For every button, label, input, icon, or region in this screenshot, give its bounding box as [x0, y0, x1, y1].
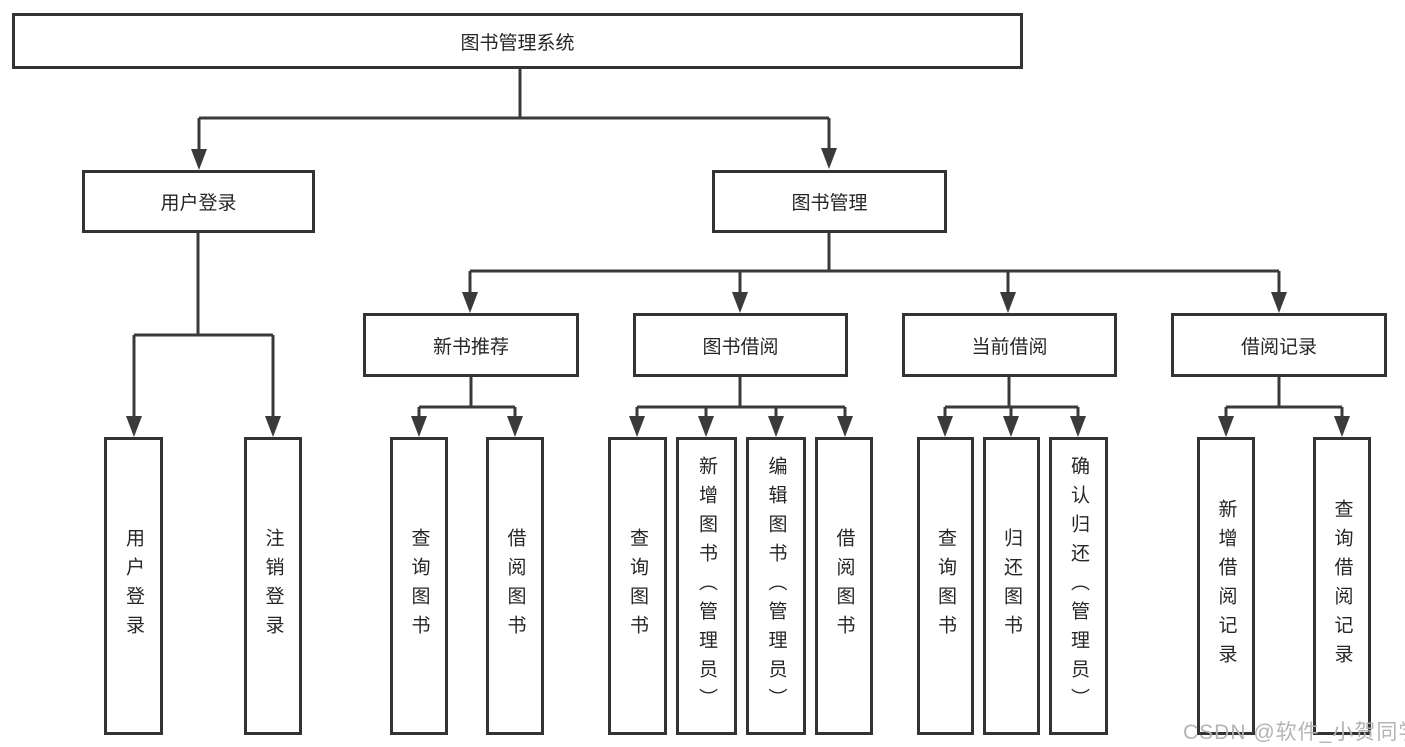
leaf-return-books: 归还图书: [983, 437, 1040, 735]
leaf-query-borrow-record: 查询借阅记录: [1313, 437, 1371, 735]
leaf-query-books-current: 查询图书: [917, 437, 974, 735]
leaf-add-borrow-record: 新增借阅记录: [1197, 437, 1255, 735]
leaf-query-books-borrowing: 查询图书: [608, 437, 667, 735]
leaf-logout: 注销登录: [244, 437, 302, 735]
node-current-borrowing: 当前借阅: [902, 313, 1117, 377]
node-borrowing-records: 借阅记录: [1171, 313, 1387, 377]
node-book-borrowing: 图书借阅: [633, 313, 848, 377]
csdn-watermark: CSDN @软件_小贺同学: [1183, 721, 1405, 744]
leaf-confirm-return-admin: 确认归还（管理员）: [1049, 437, 1108, 735]
leaf-query-books-recommend: 查询图书: [390, 437, 448, 735]
leaf-borrow-books-recommend: 借阅图书: [486, 437, 544, 735]
node-root-library-system: 图书管理系统: [12, 13, 1023, 69]
leaf-user-login: 用户登录: [104, 437, 163, 735]
leaf-borrow-books-borrowing: 借阅图书: [815, 437, 873, 735]
leaf-add-books-admin: 新增图书（管理员）: [676, 437, 737, 735]
node-new-book-recommend: 新书推荐: [363, 313, 579, 377]
node-user-login-branch: 用户登录: [82, 170, 315, 233]
leaf-edit-books-admin: 编辑图书（管理员）: [746, 437, 806, 735]
node-book-management-branch: 图书管理: [712, 170, 947, 233]
